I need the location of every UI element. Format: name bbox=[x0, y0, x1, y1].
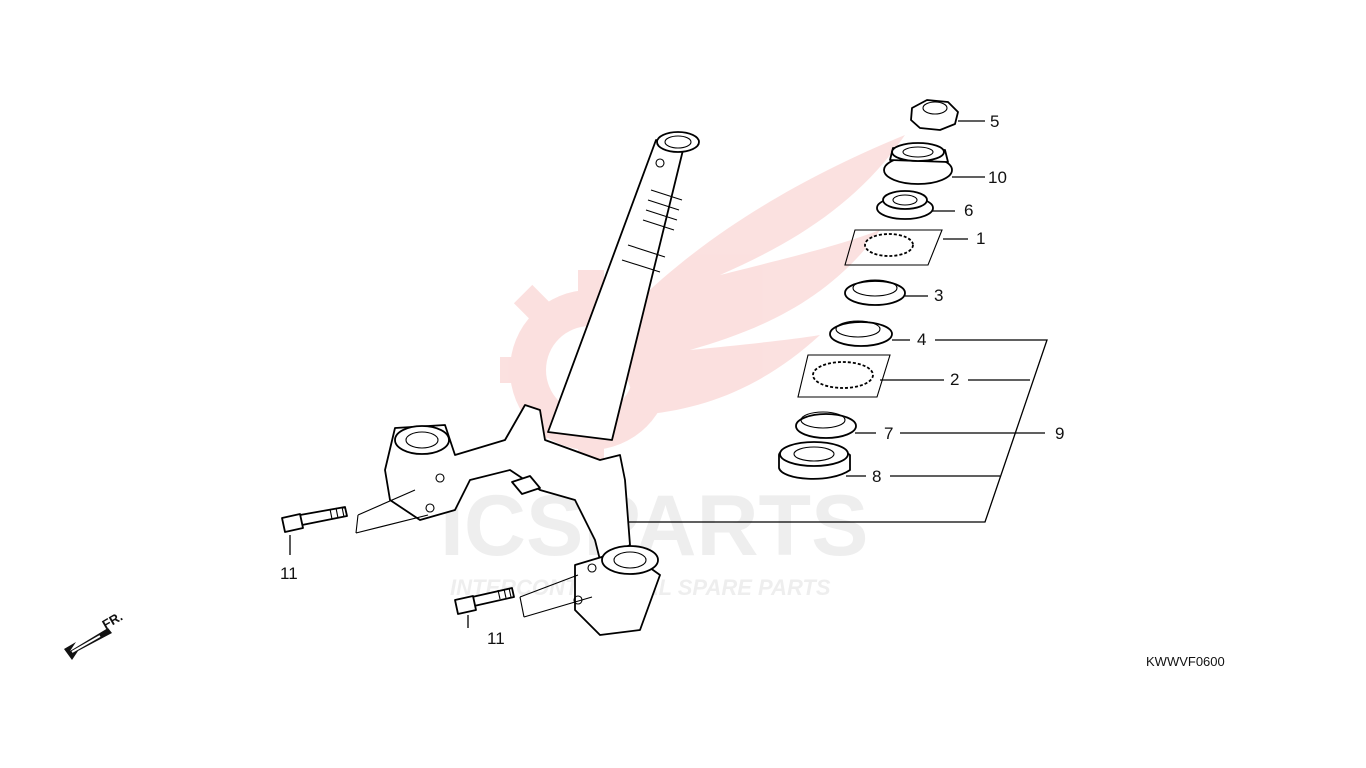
part-10-adjuster-nut bbox=[883, 142, 953, 185]
callout-1: 1 bbox=[976, 229, 986, 248]
callout-3: 3 bbox=[934, 286, 944, 305]
part-6-cone-race bbox=[876, 190, 934, 220]
part-1-steel-balls bbox=[844, 229, 943, 266]
part-3-ball-race bbox=[844, 279, 906, 306]
diagram-code: KWWVF0600 bbox=[1146, 654, 1225, 669]
part-5-lock-nut bbox=[910, 99, 959, 131]
callout-9: 9 bbox=[1055, 424, 1065, 443]
bolt-upper bbox=[281, 489, 429, 534]
callout-2: 2 bbox=[950, 370, 960, 389]
callout-4: 4 bbox=[917, 330, 927, 349]
callout-11-upper-bolt: 11 bbox=[280, 564, 298, 583]
part-2-steel-balls bbox=[797, 354, 891, 398]
front-arrow-icon bbox=[64, 628, 112, 660]
part-8-dust-seal bbox=[778, 441, 851, 480]
callout-8: 8 bbox=[872, 467, 882, 486]
stem-lower-bridge bbox=[384, 404, 661, 636]
callout-7: 7 bbox=[884, 424, 894, 443]
callout-11-lower-bolt: 11 bbox=[487, 629, 505, 648]
part-4-ball-race bbox=[829, 320, 893, 347]
watermark-wing-shape bbox=[610, 135, 905, 415]
steering-stem bbox=[547, 131, 700, 441]
part-7-ball-race bbox=[795, 411, 857, 439]
callout-5: 5 bbox=[990, 112, 1000, 131]
callout-6: 6 bbox=[964, 201, 974, 220]
bolt-lower bbox=[454, 574, 593, 618]
callout-10: 10 bbox=[988, 168, 1007, 187]
leader-lines bbox=[289, 120, 1048, 628]
